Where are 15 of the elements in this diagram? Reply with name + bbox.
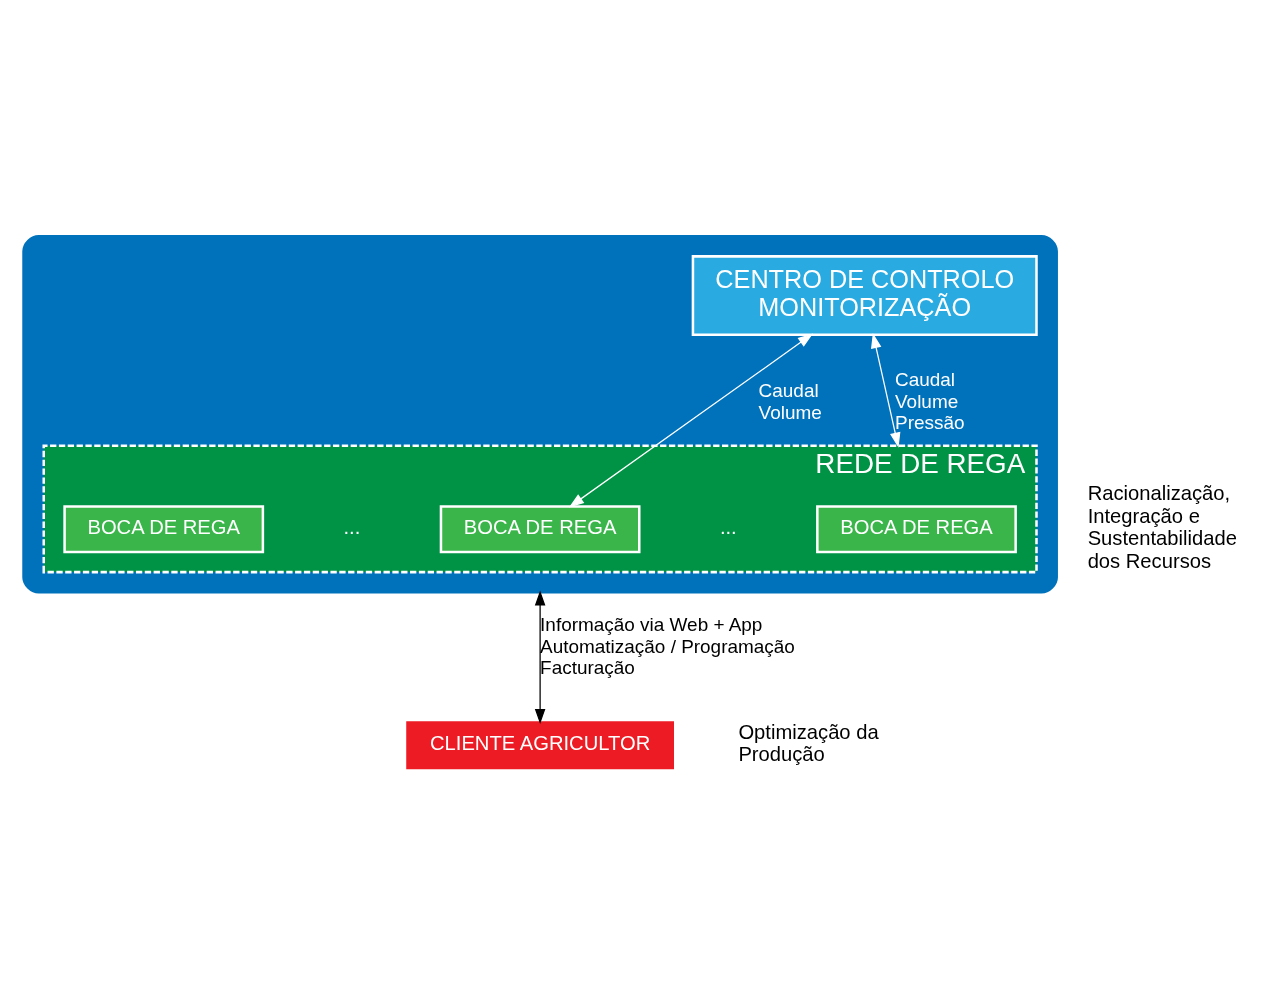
node-box: BOCA DE REGA <box>63 505 265 554</box>
edge-label: Caudal Volume Pressão <box>895 369 965 434</box>
edge-label: Caudal Volume <box>758 380 822 423</box>
node-box: CLIENTE AGRICULTOR <box>406 721 674 770</box>
node-label: Racionalização, Integração e Sustentabilidade dos Recursos <box>1087 481 1237 573</box>
label: ... <box>343 515 361 538</box>
node-box: BOCA DE REGA <box>439 505 641 554</box>
arrow <box>534 590 546 725</box>
label: ... <box>719 515 737 538</box>
cluster <box>22 234 1058 594</box>
node-label: Optimização da Produção <box>738 720 879 766</box>
node-box: BOCA DE REGA <box>816 505 1017 554</box>
arrow <box>871 333 901 448</box>
arrow <box>568 333 814 508</box>
node-box: CENTRO DE CONTROLO MONITORIZAÇÃO <box>691 255 1038 336</box>
